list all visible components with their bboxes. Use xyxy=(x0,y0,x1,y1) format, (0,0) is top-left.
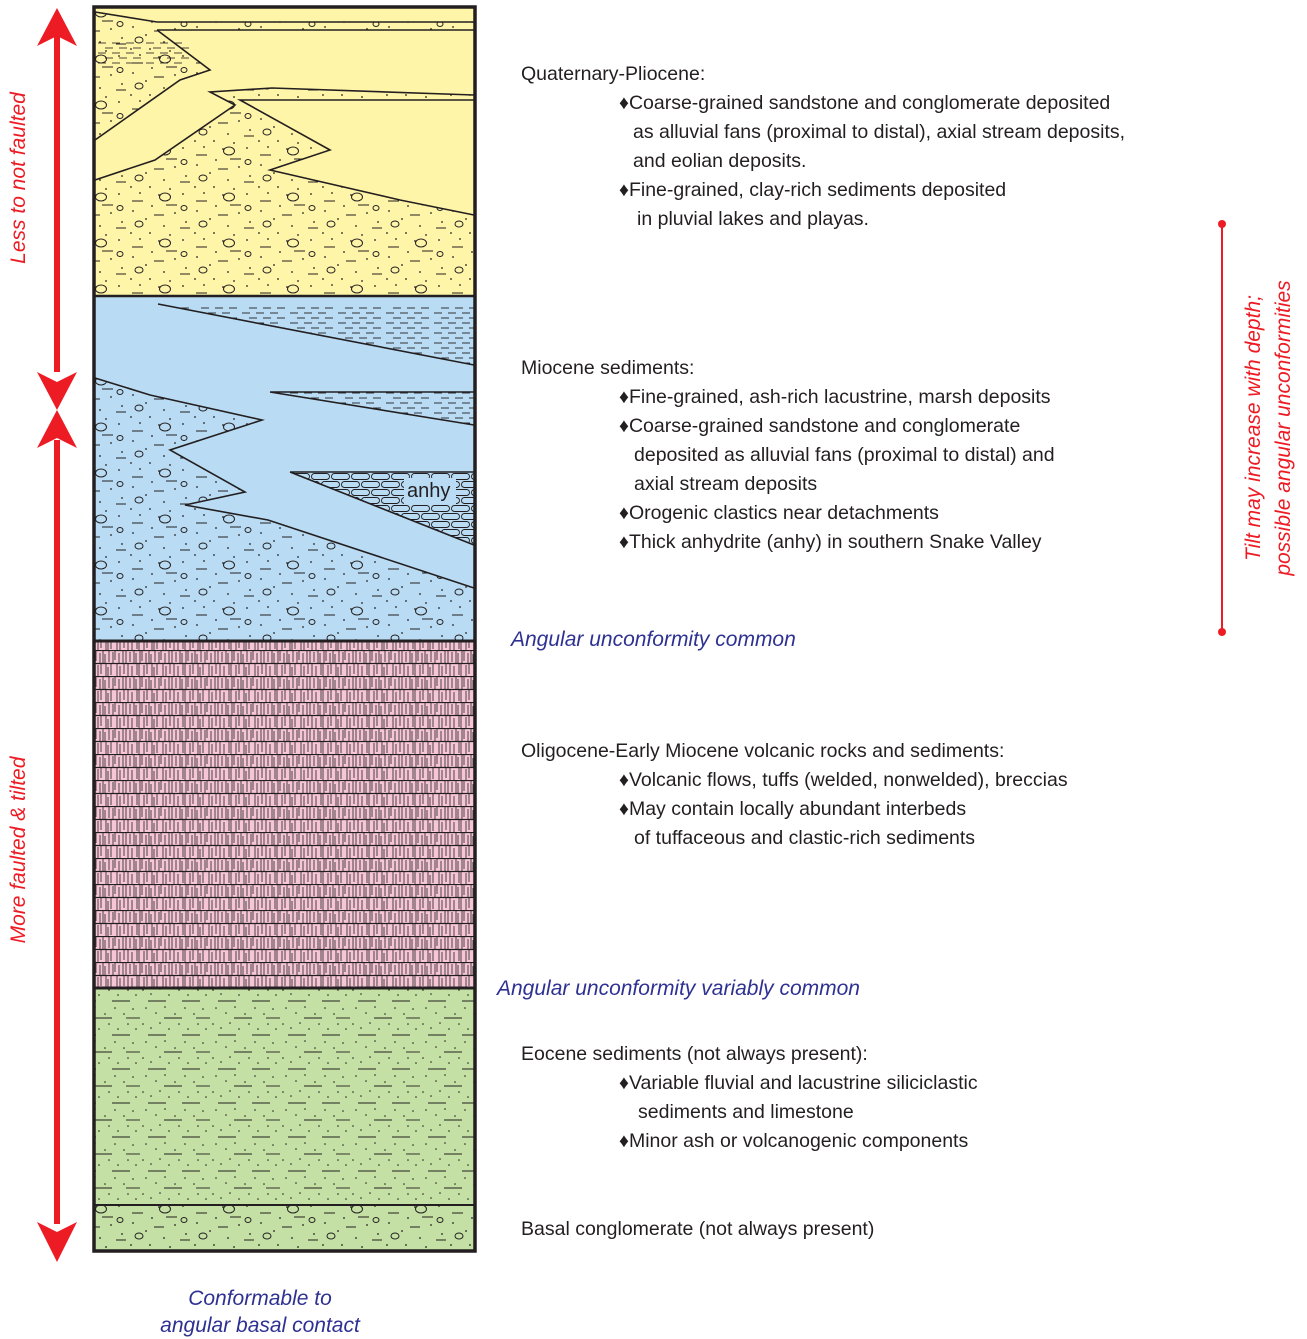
bullet-continuation: sediments and limestone xyxy=(638,1101,854,1123)
unconformity-note-1: Angular unconformity common xyxy=(511,628,796,651)
arrow-down-icon xyxy=(37,372,77,410)
tilt-label-line1: Tilt may increase with depth; xyxy=(1242,295,1265,561)
unit-heading: Quaternary-Pliocene: xyxy=(521,63,706,85)
column-frame xyxy=(92,5,477,1253)
unit-heading: Oligocene-Early Miocene volcanic rocks a… xyxy=(521,740,1005,762)
bullet-item: ♦Variable fluvial and lacustrine silicic… xyxy=(619,1072,978,1094)
bullet-item: ♦Fine-grained, clay-rich sediments depos… xyxy=(619,179,1007,201)
tilt-label-line2: possible angular unconformities xyxy=(1272,280,1295,577)
bullet-item: ♦Fine-grained, ash-rich lacustrine, mars… xyxy=(619,386,1051,408)
unconformity-note-2: Angular unconformity variably common xyxy=(497,977,860,1000)
arrow-up-icon xyxy=(37,410,77,448)
lake-tongue-quaternary xyxy=(95,8,474,215)
left-fault-axis: Less to not faulted More faulted & tilte… xyxy=(7,8,77,1262)
bullet-continuation: in pluvial lakes and playas. xyxy=(637,208,869,230)
endpoint-dot-icon xyxy=(1218,220,1226,228)
bullet-item: ♦Minor ash or volcanogenic components xyxy=(619,1130,969,1152)
unit-heading: Basal conglomerate (not always present) xyxy=(521,1218,875,1240)
unit-heading: Eocene sediments (not always present): xyxy=(521,1043,868,1065)
description-basal-conglomerate: Basal conglomerate (not always present) xyxy=(521,1215,874,1244)
less-faulted-label: Less to not faulted xyxy=(7,91,30,264)
arrow-down-icon xyxy=(37,1222,77,1262)
bullet-continuation: deposited as alluvial fans (proximal to … xyxy=(634,444,1055,466)
description-miocene-sediments: Miocene sediments: ♦Fine-grained, ash-ri… xyxy=(521,354,1055,557)
description-quaternary-pliocene: Quaternary-Pliocene: ♦Coarse-grained san… xyxy=(521,60,1125,234)
bullet-item: ♦Coarse-grained sandstone and conglomera… xyxy=(619,415,1021,437)
right-tilt-axis: Tilt may increase with depth; possible a… xyxy=(1218,220,1295,636)
bullet-item: ♦Orogenic clastics near detachments xyxy=(619,502,939,524)
bullet-item: ♦Coarse-grained sandstone and conglomera… xyxy=(619,92,1111,114)
bullet-item: ♦Volcanic flows, tuffs (welded, nonwelde… xyxy=(619,769,1068,791)
bullet-continuation: axial stream deposits xyxy=(634,473,818,495)
description-eocene-sediments: Eocene sediments (not always present): ♦… xyxy=(521,1040,978,1156)
bullet-continuation: of tuffaceous and clastic-rich sediments xyxy=(634,827,976,849)
bullet-item: ♦May contain locally abundant interbeds xyxy=(619,798,967,820)
bullet-continuation: and eolian deposits. xyxy=(633,150,807,172)
bullet-item: ♦Thick anhydrite (anhy) in southern Snak… xyxy=(619,531,1042,553)
endpoint-dot-icon xyxy=(1218,628,1226,636)
basal-contact-caption: Conformable to angular basal contact xyxy=(130,1285,390,1339)
unit-heading: Miocene sediments: xyxy=(521,357,695,379)
anhy-label: anhy xyxy=(407,480,450,502)
basal-contact-line2: angular basal contact xyxy=(160,1314,360,1337)
arrow-up-icon xyxy=(37,8,77,46)
stratigraphic-column: anhy xyxy=(92,5,477,1253)
basal-contact-line1: Conformable to xyxy=(188,1287,332,1310)
description-oligocene-volcanics: Oligocene-Early Miocene volcanic rocks a… xyxy=(521,737,1068,853)
more-faulted-label: More faulted & tilted xyxy=(7,755,30,943)
bullet-continuation: as alluvial fans (proximal to distal), a… xyxy=(633,121,1126,143)
